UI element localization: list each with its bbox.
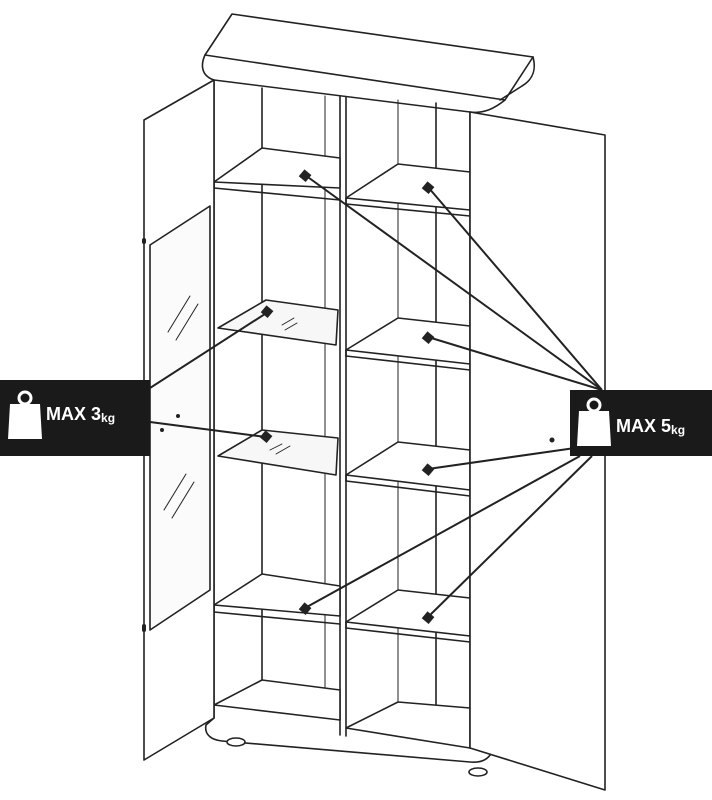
weight-icon — [577, 397, 611, 446]
shelves-right-column — [345, 163, 471, 749]
weight-icon — [8, 390, 42, 439]
load-markers — [259, 169, 435, 625]
left-glass-door — [142, 79, 215, 761]
cabinet-top — [201, 13, 536, 114]
leader-lines-5kg — [304, 174, 603, 618]
badge-max-3kg: MAX 3kg — [0, 380, 150, 456]
badge-left-label: MAX 3kg — [46, 404, 115, 425]
badge-right-label: MAX 5kg — [616, 416, 685, 437]
badge-max-5kg: MAX 5kg — [570, 390, 712, 456]
right-door — [469, 111, 606, 791]
shelves-left-column — [213, 147, 341, 721]
cabinet-base — [204, 717, 493, 777]
leader-lines-3kg — [149, 311, 269, 438]
